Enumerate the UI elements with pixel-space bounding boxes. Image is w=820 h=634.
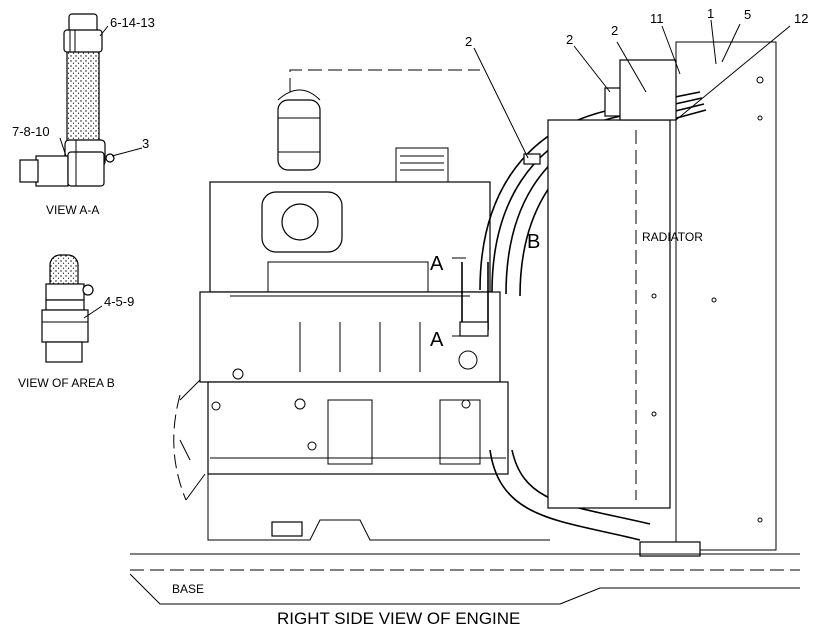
view-area-b-detail — [41, 254, 94, 363]
section-a-top-marker: A — [430, 253, 444, 275]
radiator-label: RADIATOR — [642, 230, 703, 244]
callout-3: 3 — [142, 136, 149, 151]
area-b-marker: B — [527, 231, 540, 253]
section-a-bottom-marker: A — [430, 329, 444, 351]
callout-7-8-10: 7-8-10 — [12, 124, 50, 139]
callout-2-middle: 2 — [566, 32, 573, 47]
base-label: BASE — [172, 582, 204, 596]
callout-2-right: 2 — [611, 23, 618, 38]
callout-4-5-9: 4-5-9 — [104, 294, 134, 309]
base-rail — [129, 553, 800, 605]
engine-block — [173, 69, 550, 541]
callout-11: 11 — [650, 11, 664, 26]
callout-12: 12 — [794, 11, 808, 26]
diagram-title: RIGHT SIDE VIEW OF ENGINE — [277, 609, 520, 628]
view-area-b-caption: VIEW OF AREA B — [18, 376, 115, 390]
callout-5: 5 — [744, 7, 751, 22]
leader-lines — [59, 19, 791, 337]
view-aa-detail — [19, 13, 115, 187]
callout-1: 1 — [707, 6, 714, 21]
callout-2-left: 2 — [465, 34, 472, 49]
callout-6-14-13: 6-14-13 — [110, 15, 155, 30]
radiator — [547, 41, 777, 557]
view-aa-caption: VIEW A-A — [46, 203, 99, 217]
